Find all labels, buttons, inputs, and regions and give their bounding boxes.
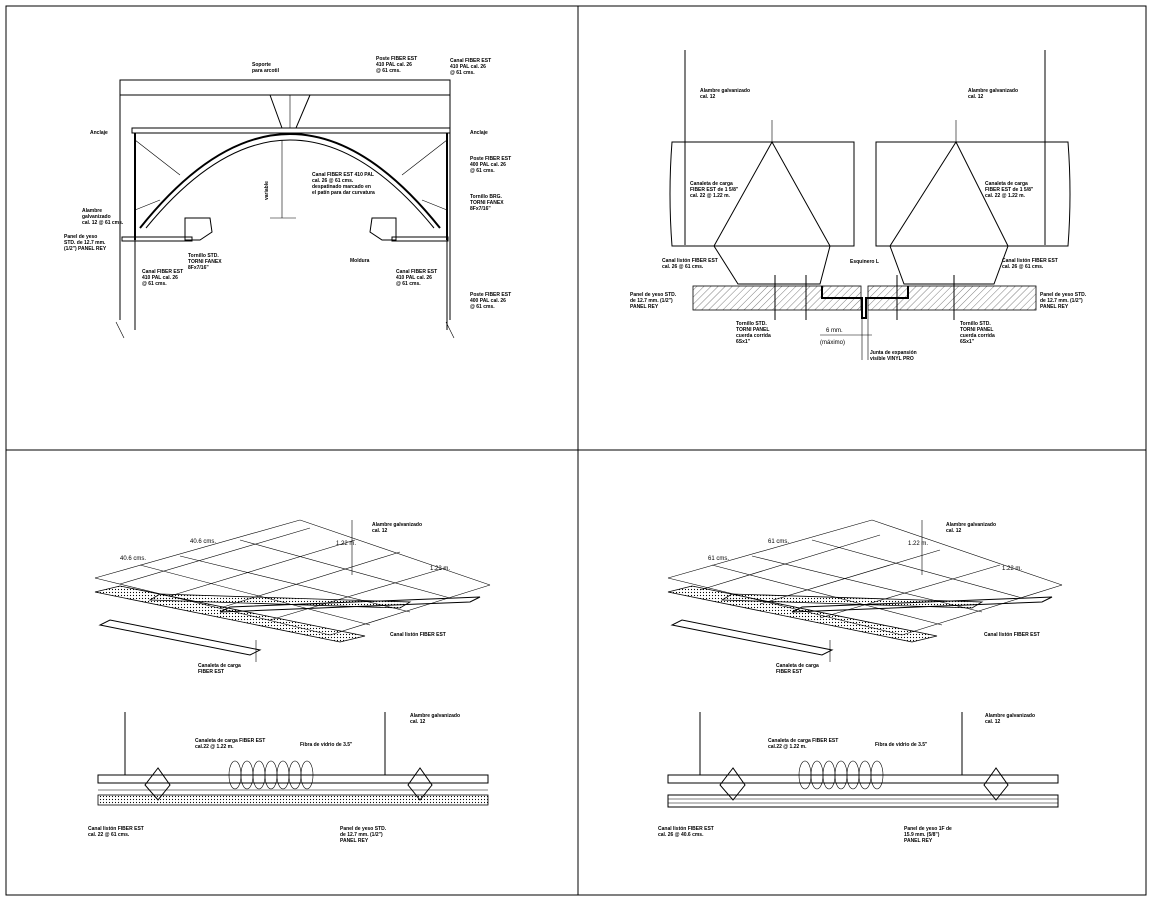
dim-40-6-b: 40.6 cms.: [190, 539, 216, 545]
label-dim-max: (máximo): [820, 340, 845, 346]
dim-1-22-a: 1.22 m.: [336, 541, 356, 547]
dim-40-6-a: 40.6 cms.: [120, 556, 146, 562]
label-moldura: Moldura: [350, 258, 370, 264]
iso-grid: [667, 519, 1063, 656]
dim-61-a: 61 cms.: [708, 556, 729, 562]
label-panel-right: Panel de yeso STD.de 12.7 mm. (1/2")PANE…: [1040, 292, 1087, 310]
label-dim: 6 mm.: [826, 328, 843, 334]
dim-1-22-b: 1.22 m.: [1002, 566, 1022, 572]
label-fibra: Fibra de vidrio de 3.5": [875, 742, 928, 748]
label-variable: variable: [264, 181, 270, 200]
label-canal-liston: Canal listón FIBER EST: [390, 632, 446, 638]
insulation-batts: [798, 760, 884, 790]
label-panel-section: Panel de yeso STD.de 12.7 mm. (1/2")PANE…: [340, 826, 387, 844]
dim-61-b: 61 cms.: [768, 539, 789, 545]
label-esquinero: Esquinero L: [850, 259, 879, 265]
dim-1-22-b: 1.22 m.: [430, 566, 450, 572]
label-anclaje-left: Anclaje: [90, 130, 108, 136]
label-canal-liston: Canal listón FIBER EST: [984, 632, 1040, 638]
panel-grid-right: 61 cms. 61 cms. 1.22 m. 1.22 m. Alambre …: [658, 519, 1063, 844]
section-view: [667, 712, 1059, 808]
label-fibra: Fibra de vidrio de 3.5": [300, 742, 353, 748]
label-anclaje-right: Anclaje: [470, 130, 488, 136]
insulation-batts: [228, 760, 314, 790]
sheet-frame: [5, 5, 1147, 896]
section-view: [97, 712, 489, 806]
panel-grid-left: 40.6 cms. 40.6 cms. 1.22 m. 1.22 m. Alam…: [88, 519, 491, 844]
label-panel-left: Panel de yeso STD.de 12.7 mm. (1/2")PANE…: [630, 292, 677, 310]
dim-1-22-a: 1.22 m.: [908, 541, 928, 547]
iso-grid: [94, 519, 491, 656]
